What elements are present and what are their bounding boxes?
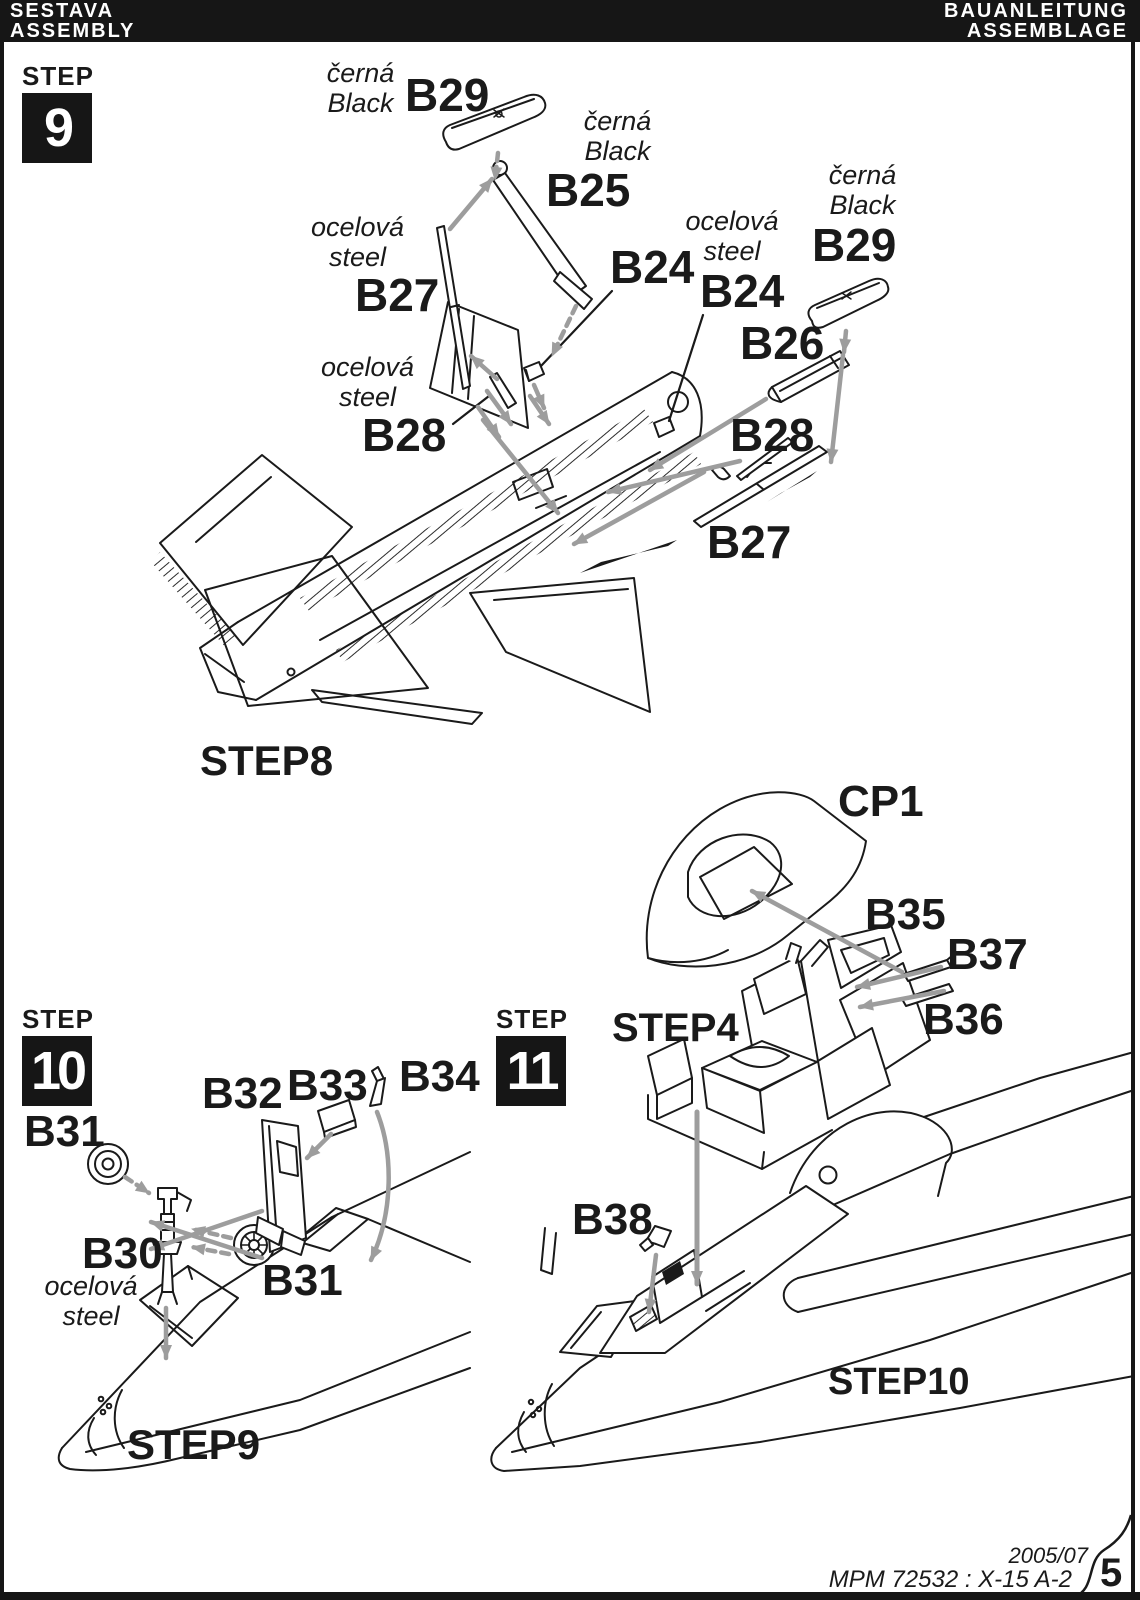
part-label-b34: B34 xyxy=(399,1052,480,1101)
step-ref-step9: STEP9 xyxy=(127,1421,261,1468)
assembly-arrows xyxy=(644,888,947,1315)
part-label-b24-right: B24 xyxy=(700,265,785,317)
step-badge-number: 9 xyxy=(22,93,92,163)
part-label-cp1: CP1 xyxy=(838,777,924,826)
step-badge-word: STEP xyxy=(22,1004,94,1034)
header-bar: SESTAVA ASSEMBLY BAUANLEITUNG ASSEMBLAGE xyxy=(0,0,1140,42)
step-badge-number: 10 xyxy=(22,1036,92,1106)
color-note-b28-left: ocelová steel xyxy=(310,352,425,412)
step-ref-step8: STEP8 xyxy=(200,737,334,784)
part-label-b37: B37 xyxy=(947,930,1028,979)
part-label-b26: B26 xyxy=(740,317,825,369)
color-note-b29-top: černá Black xyxy=(308,58,413,118)
color-note-b29-right: černá Black xyxy=(810,160,915,220)
color-note-cz: černá xyxy=(828,160,897,190)
color-note-en: steel xyxy=(62,1301,120,1332)
color-note-b24-right: ocelová steel xyxy=(672,206,792,266)
page-border-bottom xyxy=(0,1592,1140,1600)
header-title-de: BAUANLEITUNG xyxy=(944,0,1128,22)
step-badge-word: STEP xyxy=(496,1004,568,1034)
step10-diagram xyxy=(57,1066,557,1472)
assembly-arrows xyxy=(447,150,852,547)
color-note-en: Black xyxy=(327,88,394,119)
part-label-b35: B35 xyxy=(865,890,946,939)
part-label-b31-lower: B31 xyxy=(262,1256,343,1305)
color-note-en: Black xyxy=(829,190,896,221)
header-right: BAUANLEITUNG ASSEMBLAGE xyxy=(944,1,1128,41)
color-note-cz: černá xyxy=(326,58,395,88)
assembly-arrows xyxy=(122,1109,391,1361)
part-label-b29-right: B29 xyxy=(812,219,897,271)
step10-badge: STEP 10 xyxy=(22,1006,94,1106)
color-note-cz: ocelová xyxy=(310,212,405,242)
footer-page-number: 5 xyxy=(1100,1551,1123,1595)
step11-diagram xyxy=(490,791,1135,1472)
hatch-bands xyxy=(151,409,701,662)
part-label-b27-left: B27 xyxy=(355,269,440,321)
header-title-fr: ASSEMBLAGE xyxy=(966,20,1128,42)
color-note-cz: ocelová xyxy=(320,352,415,382)
color-note-b27-left: ocelová steel xyxy=(300,212,415,272)
part-label-b38: B38 xyxy=(572,1195,653,1244)
part-label-b36: B36 xyxy=(923,995,1004,1044)
footer-rule xyxy=(1073,1514,1133,1599)
header-title-en: ASSEMBLY xyxy=(10,20,136,42)
part-label-b25: B25 xyxy=(546,164,631,216)
part-label-b28-left: B28 xyxy=(362,409,447,461)
page-border-left xyxy=(0,0,4,1600)
step-ref-step10: STEP10 xyxy=(828,1361,970,1403)
part-label-b31-upper: B31 xyxy=(24,1107,105,1156)
part-label-b27-right: B27 xyxy=(707,516,792,568)
ejection-seat xyxy=(647,939,931,1170)
color-note-en: steel xyxy=(328,242,387,273)
header-left: SESTAVA ASSEMBLY xyxy=(10,1,135,41)
footer-kit-title: MPM 72532 : X-15 A-2 xyxy=(828,1566,1072,1593)
header-title-cz: SESTAVA xyxy=(10,0,115,22)
part-label-b33: B33 xyxy=(287,1061,368,1110)
part-label-b32: B32 xyxy=(202,1069,283,1118)
step-badge-number: 11 xyxy=(496,1036,566,1106)
step9-diagram xyxy=(151,93,890,725)
color-note-cz: ocelová xyxy=(44,1271,138,1301)
color-note-cz: ocelová xyxy=(685,206,779,236)
page-border-right xyxy=(1131,0,1135,1600)
footer-date: 2005/07 xyxy=(1008,1543,1088,1568)
part-label-b30: B30 xyxy=(82,1229,163,1278)
color-note-en: Black xyxy=(584,136,651,167)
part-label-b28-right: B28 xyxy=(730,409,815,461)
part-label-b24-mid: B24 xyxy=(610,241,695,293)
part-label-b29-top: B29 xyxy=(405,69,490,121)
step-badge-word: STEP xyxy=(22,61,94,91)
color-note-en: steel xyxy=(338,382,397,413)
color-note-en: steel xyxy=(703,236,761,267)
color-note-cz: černá xyxy=(583,106,652,136)
color-note-b25: černá Black xyxy=(565,106,670,166)
step-ref-step4: STEP4 xyxy=(612,1006,739,1050)
step9-badge: STEP 9 xyxy=(22,63,94,163)
color-note-b30: ocelová steel xyxy=(35,1271,147,1331)
step11-badge: STEP 11 xyxy=(496,1006,568,1106)
